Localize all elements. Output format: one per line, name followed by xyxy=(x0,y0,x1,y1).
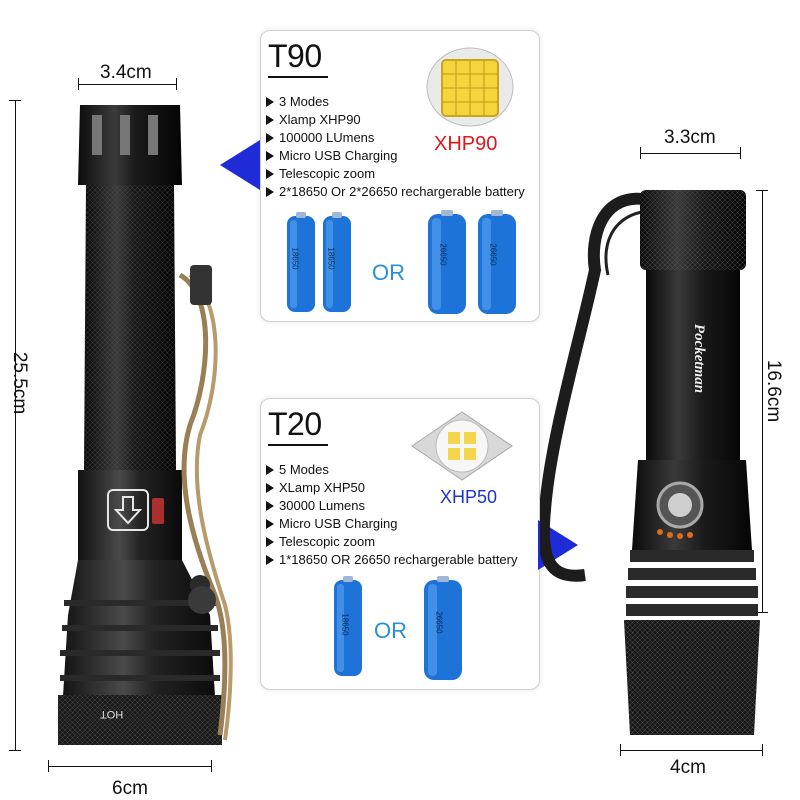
t20-battery-label-b: 26650 xyxy=(434,611,444,634)
t90-model-underline xyxy=(268,76,328,78)
left-bottom-tick-l xyxy=(48,760,49,772)
t90-battery-label-a: 18650 xyxy=(290,247,300,270)
t90-model-title: T90 xyxy=(268,38,322,74)
right-top-tick-r xyxy=(740,147,741,159)
right-top-width-label: 3.3cm xyxy=(664,127,716,148)
t90-flashlight-image xyxy=(58,105,233,745)
xhp50-chip-image xyxy=(411,411,513,481)
xhp90-label: XHP90 xyxy=(434,133,498,155)
t90-batteries-26650 xyxy=(428,210,516,314)
t90-battery-label-b: 18650 xyxy=(326,247,336,270)
left-bottom-width-label: 6cm xyxy=(112,778,148,799)
t20-feature-item: Micro USB Charging xyxy=(265,515,518,533)
hot-stamp: HOT xyxy=(100,708,124,720)
right-bottom-tick-l xyxy=(620,744,621,756)
t90-batteries-18650 xyxy=(287,212,351,312)
t90-battery-label-c: 26650 xyxy=(438,243,448,266)
t90-pointer xyxy=(220,140,260,190)
right-bottom-width-label: 4cm xyxy=(670,757,706,778)
left-length-tick-bottom xyxy=(9,750,21,751)
t20-model-title: T20 xyxy=(268,406,322,442)
left-bottom-dimension-line xyxy=(48,766,211,767)
t90-feature-item: 3 Modes xyxy=(265,93,525,111)
t90-feature-item: 2*18650 Or 2*26650 rechargerable battery xyxy=(265,183,525,201)
t20-battery-18650 xyxy=(334,576,362,676)
t20-feature-item: XLamp XHP50 xyxy=(265,479,518,497)
t90-feature-item: 100000 LUmens xyxy=(265,129,525,147)
left-length-tick-top xyxy=(9,100,21,101)
t90-feature-list: 3 Modes Xlamp XHP90 100000 LUmens Micro … xyxy=(265,93,525,201)
right-length-label: 16.6cm xyxy=(763,359,785,423)
t20-feature-item: 30000 Lumens xyxy=(265,497,518,515)
xhp90-chip-image xyxy=(426,47,514,127)
right-bottom-tick-r xyxy=(762,744,763,756)
right-length-tick-bottom xyxy=(756,612,768,613)
right-length-tick-top xyxy=(756,190,768,191)
right-bottom-dimension-line xyxy=(620,750,762,751)
left-length-label: 25.5cm xyxy=(9,351,31,415)
left-top-dimension-tick-l xyxy=(78,78,79,90)
right-top-tick-l xyxy=(640,147,641,159)
left-top-width-label: 3.4cm xyxy=(100,62,152,83)
t20-feature-item: 5 Modes xyxy=(265,461,518,479)
t20-feature-item: Telescopic zoom xyxy=(265,533,518,551)
left-length-dimension-line xyxy=(15,100,16,750)
t90-battery-label-d: 26650 xyxy=(488,243,498,266)
t20-battery-26650 xyxy=(424,576,462,680)
t90-or-label: OR xyxy=(372,260,405,285)
t20-feature-list: 5 Modes XLamp XHP50 30000 Lumens Micro U… xyxy=(265,461,518,569)
right-length-dimension-line xyxy=(762,190,763,612)
t90-feature-item: Xlamp XHP90 xyxy=(265,111,525,129)
t20-or-label: OR xyxy=(374,618,407,643)
left-bottom-tick-r xyxy=(211,760,212,772)
t20-battery-label-a: 18650 xyxy=(340,613,350,636)
t20-model-underline xyxy=(268,444,328,446)
t20-flashlight-image xyxy=(540,190,760,735)
right-top-dimension-line xyxy=(640,153,740,154)
xhp50-label: XHP50 xyxy=(440,487,498,507)
left-top-dimension-line xyxy=(78,84,176,85)
t90-feature-item: Telescopic zoom xyxy=(265,165,525,183)
brand-logo: Pocketman xyxy=(691,323,708,394)
left-top-dimension-tick-r xyxy=(176,78,177,90)
t20-feature-item: 1*18650 OR 26650 rechargerable battery xyxy=(265,551,518,569)
t90-feature-item: Micro USB Charging xyxy=(265,147,525,165)
